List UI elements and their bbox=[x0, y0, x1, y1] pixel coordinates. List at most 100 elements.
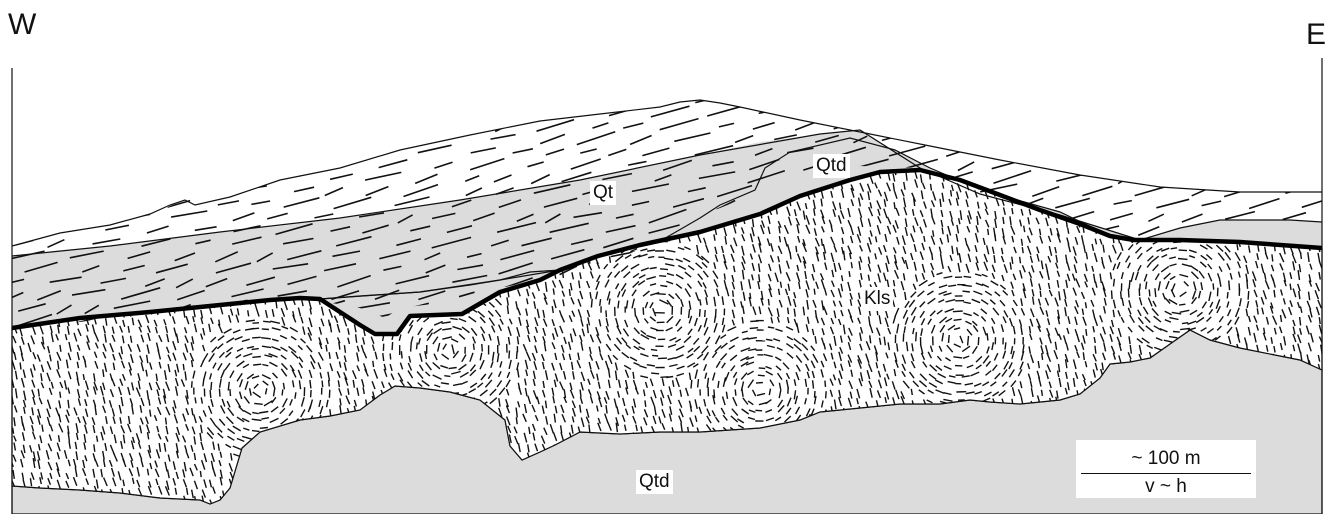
kls-dash bbox=[1257, 308, 1258, 314]
kls-dash bbox=[119, 184, 121, 191]
qt-dash bbox=[138, 201, 156, 206]
kls-dash bbox=[482, 344, 483, 352]
kls-dash bbox=[65, 192, 68, 200]
kls-dash bbox=[968, 336, 969, 346]
kls-dash bbox=[1010, 262, 1011, 269]
kls-dash bbox=[77, 173, 78, 179]
qt-dash bbox=[1027, 108, 1056, 118]
kls-dash bbox=[101, 184, 103, 191]
kls-dash bbox=[1248, 291, 1249, 300]
kls-dash bbox=[651, 349, 657, 350]
qt-dash bbox=[132, 149, 152, 158]
kls-dash bbox=[1227, 292, 1228, 298]
qt-dash bbox=[1117, 93, 1151, 101]
kls-dash bbox=[1213, 283, 1214, 289]
kls-dash bbox=[1202, 181, 1205, 189]
qt-dash bbox=[1025, 96, 1050, 106]
kls-dash bbox=[417, 343, 418, 350]
kls-dash bbox=[203, 171, 205, 181]
kls-dash bbox=[988, 229, 989, 235]
kls-dash bbox=[1083, 352, 1084, 360]
kls-dash bbox=[77, 208, 79, 214]
kls-dash bbox=[940, 199, 941, 207]
kls-dash bbox=[606, 310, 607, 317]
kls-dash bbox=[128, 211, 131, 218]
qt-dash bbox=[77, 110, 95, 116]
kls-dash bbox=[138, 174, 140, 183]
kls-dash bbox=[155, 165, 157, 171]
kls-dash bbox=[1310, 182, 1311, 188]
qt-dash bbox=[44, 110, 64, 118]
qt-dash bbox=[6, 186, 43, 195]
kls-dash bbox=[1229, 281, 1230, 291]
qt-dash bbox=[277, 111, 293, 114]
qt-dash bbox=[781, 94, 814, 106]
kls-dash bbox=[383, 353, 384, 361]
qt-dash bbox=[34, 146, 71, 153]
kls-dash bbox=[1281, 315, 1282, 322]
kls-dash bbox=[309, 163, 312, 171]
kls-dash bbox=[1068, 165, 1070, 171]
qt-dash bbox=[1163, 97, 1181, 105]
kls-dash bbox=[230, 182, 232, 191]
kls-dash bbox=[147, 180, 150, 190]
kls-dash bbox=[978, 337, 979, 345]
qt-dash bbox=[33, 211, 66, 219]
kls-dash bbox=[112, 162, 113, 171]
kls-dash bbox=[186, 164, 189, 172]
kls-dash bbox=[1290, 284, 1291, 290]
kls-dash bbox=[870, 335, 871, 343]
kls-dash bbox=[1094, 166, 1096, 172]
kls-dash bbox=[111, 184, 114, 193]
qt-dash bbox=[70, 174, 90, 179]
qt-dash bbox=[440, 97, 463, 106]
kls-dash bbox=[826, 391, 827, 398]
qt-dash bbox=[161, 97, 177, 101]
kls-dash bbox=[553, 289, 554, 295]
qt-dash bbox=[487, 107, 524, 116]
kls-dash bbox=[735, 389, 736, 395]
kls-dash bbox=[38, 203, 41, 209]
kls-dash bbox=[373, 361, 374, 367]
kls-dash bbox=[21, 209, 23, 217]
qt-dash bbox=[812, 108, 838, 117]
qt-dash bbox=[171, 184, 210, 196]
qt-dash bbox=[163, 162, 180, 167]
qt-dash bbox=[91, 198, 123, 204]
kls-dash bbox=[85, 199, 89, 208]
kls-dash bbox=[120, 200, 123, 208]
kls-dash bbox=[123, 173, 125, 183]
kls-dash bbox=[103, 172, 106, 178]
qt-dash bbox=[56, 185, 95, 196]
kls-dash bbox=[177, 163, 178, 170]
kls-dash bbox=[317, 164, 319, 170]
qt-dash bbox=[1103, 146, 1142, 152]
kls-dash bbox=[618, 301, 619, 309]
qt-dash bbox=[1239, 173, 1276, 180]
kls-dash bbox=[609, 299, 610, 305]
kls-dash bbox=[1276, 175, 1277, 182]
kls-dash bbox=[643, 307, 644, 315]
kls-dash bbox=[569, 289, 570, 296]
qt-dash bbox=[199, 97, 217, 103]
qt-dash bbox=[1313, 108, 1338, 116]
kls-dash bbox=[1021, 239, 1022, 246]
kls-dash bbox=[610, 256, 611, 263]
kls-dash bbox=[1299, 182, 1300, 191]
kls-dash bbox=[1085, 302, 1086, 308]
kls-dash bbox=[1020, 257, 1021, 264]
kls-dash bbox=[50, 163, 53, 171]
qt-dash bbox=[1289, 174, 1316, 180]
kls-dash bbox=[1178, 259, 1188, 260]
qt-dash bbox=[66, 96, 93, 105]
qt-dash bbox=[180, 150, 194, 154]
kls-dash bbox=[329, 352, 330, 359]
kls-dash bbox=[94, 162, 96, 171]
qt-dash bbox=[123, 132, 160, 141]
qt-dash bbox=[1124, 123, 1139, 128]
kls-dash bbox=[691, 380, 692, 389]
kls-dash bbox=[516, 417, 517, 424]
kls-dash bbox=[1217, 175, 1219, 182]
kls-dash bbox=[600, 299, 601, 306]
kls-dash bbox=[326, 345, 327, 352]
